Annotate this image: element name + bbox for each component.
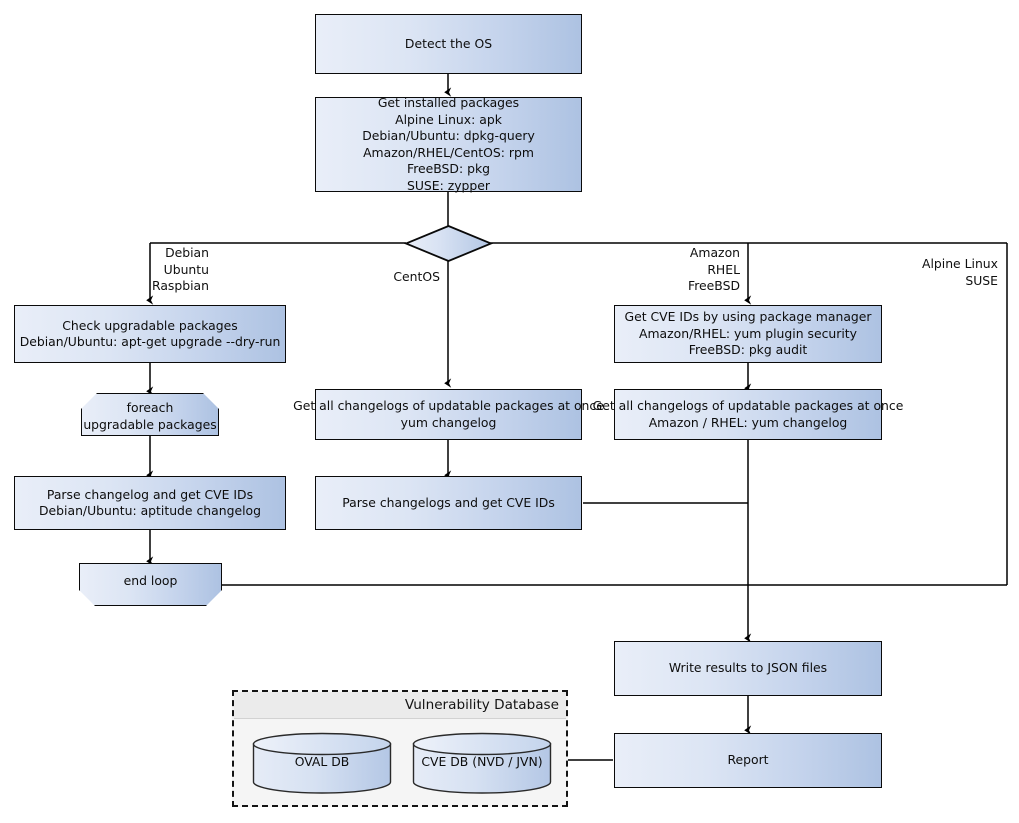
node-end-loop[interactable]: end loop	[79, 563, 222, 606]
node-write-results-json[interactable]: Write results to JSON files	[614, 641, 882, 696]
node-detect-the-os[interactable]: Detect the OS	[315, 14, 582, 74]
node-check-upgradable-packages-label: Check upgradable packages Debian/Ubuntu:…	[19, 317, 281, 350]
node-report[interactable]: Report	[614, 733, 882, 788]
node-parse-changelogs-centos-label: Parse changelogs and get CVE IDs	[342, 494, 555, 510]
node-changelogs-rhel[interactable]: Get all changelogs of updatable packages…	[593, 389, 903, 440]
node-get-installed-packages-label: Get installed packages Alpine Linux: apk…	[362, 95, 535, 193]
branch-label-debian: Debian Ubuntu Raspbian	[151, 245, 209, 293]
branch-label-amazon: Amazon RHEL FreeBSD	[688, 245, 740, 293]
vulnerability-database-group: Vulnerability Database OVAL DB	[232, 690, 568, 807]
node-changelogs-rhel-label: Get all changelogs of updatable packages…	[592, 398, 904, 430]
node-foreach-upgradable-packages[interactable]: foreach upgradable packages	[81, 393, 219, 436]
node-end-loop-label: end loop	[123, 572, 178, 588]
vulnerability-database-title: Vulnerability Database	[234, 692, 566, 719]
node-get-cve-ids-package-manager[interactable]: Get CVE IDs by using package manager Ama…	[614, 305, 882, 363]
branch-label-alpine: Alpine Linux SUSE	[921, 256, 998, 288]
node-parse-changelog-debian[interactable]: Parse changelog and get CVE IDs Debian/U…	[14, 476, 286, 530]
node-write-results-json-label: Write results to JSON files	[668, 660, 828, 676]
node-os-decision[interactable]	[404, 224, 493, 263]
node-get-cve-ids-package-manager-label: Get CVE IDs by using package manager Ama…	[624, 309, 872, 358]
database-cve-db[interactable]	[412, 732, 552, 794]
node-changelogs-centos-label: Get all changelogs of updatable packages…	[293, 398, 604, 430]
database-oval-db[interactable]	[252, 732, 392, 794]
node-parse-changelog-debian-label: Parse changelog and get CVE IDs Debian/U…	[39, 486, 261, 519]
node-changelogs-centos[interactable]: Get all changelogs of updatable packages…	[293, 389, 604, 440]
node-report-label: Report	[727, 752, 769, 768]
node-get-installed-packages[interactable]: Get installed packages Alpine Linux: apk…	[315, 95, 582, 193]
node-check-upgradable-packages[interactable]: Check upgradable packages Debian/Ubuntu:…	[14, 305, 286, 363]
branch-label-centos: CentOS	[393, 269, 440, 284]
node-parse-changelogs-centos[interactable]: Parse changelogs and get CVE IDs	[315, 476, 582, 530]
node-detect-the-os-label: Detect the OS	[404, 35, 493, 51]
node-foreach-label: foreach upgradable packages	[83, 400, 217, 432]
